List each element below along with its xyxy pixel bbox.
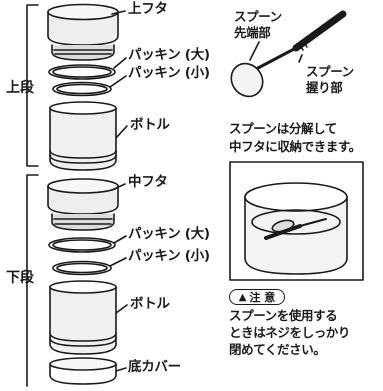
- bottle-illustration-2: [49, 280, 117, 355]
- bottle-label-2: ボトル: [130, 296, 170, 312]
- packing-small-illustration-2: [52, 260, 112, 276]
- bottom-cover-illustration: [49, 357, 117, 385]
- spoon-tip-label-line1: スプーン: [234, 9, 282, 24]
- warning-triangle-icon: ▲: [238, 291, 247, 303]
- caution-badge: ▲ 注 意: [229, 289, 285, 305]
- caution-line3: 閉めてください。: [229, 342, 326, 357]
- packing-large-illustration-2: [48, 237, 116, 253]
- lower-group-label: 下段: [6, 270, 34, 286]
- bottle-label-1: ボトル: [130, 117, 170, 133]
- storage-note-line1: スプーンは分解して: [229, 121, 337, 136]
- spoon-grip-label-line2: 握り部: [306, 80, 343, 95]
- top-lid-illustration: [47, 3, 119, 61]
- caution-badge-text: 注 意: [249, 291, 276, 304]
- storage-photo-illustration: [229, 161, 364, 281]
- spoon-illustration: [230, 10, 347, 98]
- packing-small-illustration-1: [52, 81, 112, 97]
- bottom-cover-label: 底カバー: [128, 359, 181, 375]
- packing-large-label-2: パッキン (大): [128, 226, 210, 242]
- bottle-illustration-1: [49, 101, 117, 171]
- caution-line1: スプーンを使用する: [229, 308, 338, 323]
- packing-large-label-1: パッキン (大): [128, 47, 210, 63]
- upper-bracket: [26, 4, 39, 167]
- caution-line2: ときはネジをしっかり: [229, 325, 351, 340]
- spoon-tip-label-line2: 先端部: [234, 25, 271, 40]
- spoon-grip-label-line1: スプーン: [306, 64, 354, 79]
- upper-group-label: 上段: [6, 80, 34, 96]
- storage-note-line2: 中フタに収納できます。: [229, 139, 361, 154]
- packing-small-label-1: パッキン (小): [128, 65, 210, 81]
- top-lid-label: 上フタ: [128, 1, 168, 17]
- packing-small-label-2: パッキン (小): [128, 248, 210, 264]
- lower-bracket: [26, 174, 39, 387]
- middle-lid-label: 中フタ: [128, 174, 168, 190]
- middle-lid-illustration: [47, 178, 119, 231]
- packing-large-illustration-1: [48, 64, 116, 80]
